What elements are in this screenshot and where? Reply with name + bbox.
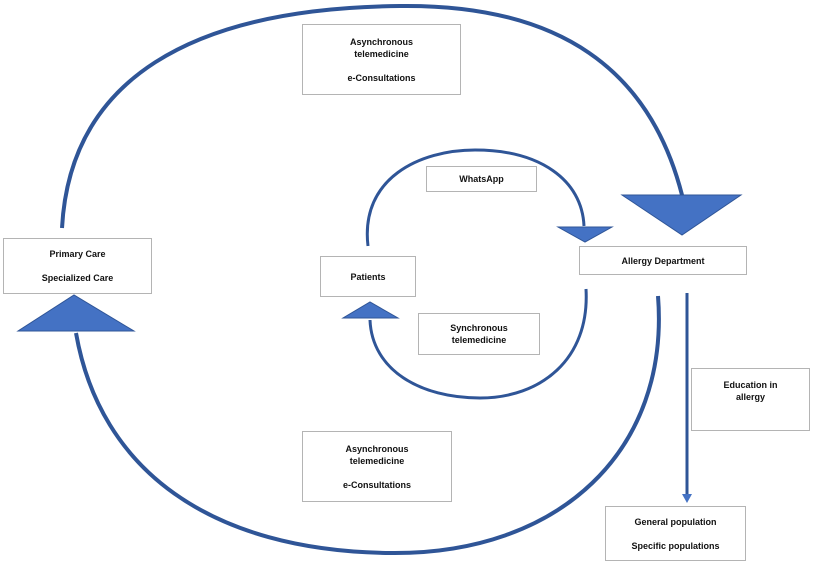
inner-top-arrowhead <box>556 226 614 243</box>
bottom-flow-label-box: Asynchronous telemedicine e-Consultation… <box>302 431 452 502</box>
bottom-flow-line-2: telemedicine <box>349 455 405 466</box>
education-line-2: allergy <box>735 392 766 402</box>
education-line-1: Education in <box>723 380 778 390</box>
outer-top-arrowhead <box>620 194 743 236</box>
top-flow-line-3: e-Consultations <box>347 72 416 83</box>
allergy-department-label: Allergy Department <box>621 255 705 266</box>
bottom-flow-line-3: e-Consultations <box>342 479 411 490</box>
primary-care-line-1: Primary Care <box>49 249 106 259</box>
education-label-box: Education in allergy <box>691 368 810 431</box>
outer-bottom-arrow-line <box>74 295 661 556</box>
inner-top-arrow-line <box>365 148 586 247</box>
top-flow-line-2: telemedicine <box>354 48 409 59</box>
top-flow-line-1: Asynchronous <box>349 36 413 47</box>
allergy-department-node: Allergy Department <box>579 246 747 275</box>
whatsapp-label: WhatsApp <box>459 174 504 184</box>
populations-node: General population Specific populations <box>605 506 746 561</box>
primary-care-line-2: Specialized Care <box>41 273 114 283</box>
whatsapp-label-box: WhatsApp <box>426 166 537 192</box>
inner-bottom-arrowhead <box>341 301 400 319</box>
synchronous-label-box: Synchronous telemedicine <box>418 313 540 355</box>
patients-label: Patients <box>350 271 386 282</box>
top-flow-label-box: Asynchronous telemedicine e-Consultation… <box>302 24 461 95</box>
outer-bottom-arrowhead <box>16 294 136 332</box>
synchronous-line-2: telemedicine <box>451 335 507 345</box>
primary-care-node: Primary Care Specialized Care <box>3 238 152 294</box>
inner-bottom-arrow-line <box>368 288 588 400</box>
outer-top-arrow-line <box>60 3 684 229</box>
synchronous-line-1: Synchronous <box>450 323 508 333</box>
patients-node: Patients <box>320 256 416 297</box>
education-arrowhead <box>682 494 692 503</box>
bottom-flow-line-1: Asynchronous <box>345 443 409 454</box>
populations-line-1: General population <box>634 516 717 527</box>
populations-line-2: Specific populations <box>631 540 720 551</box>
